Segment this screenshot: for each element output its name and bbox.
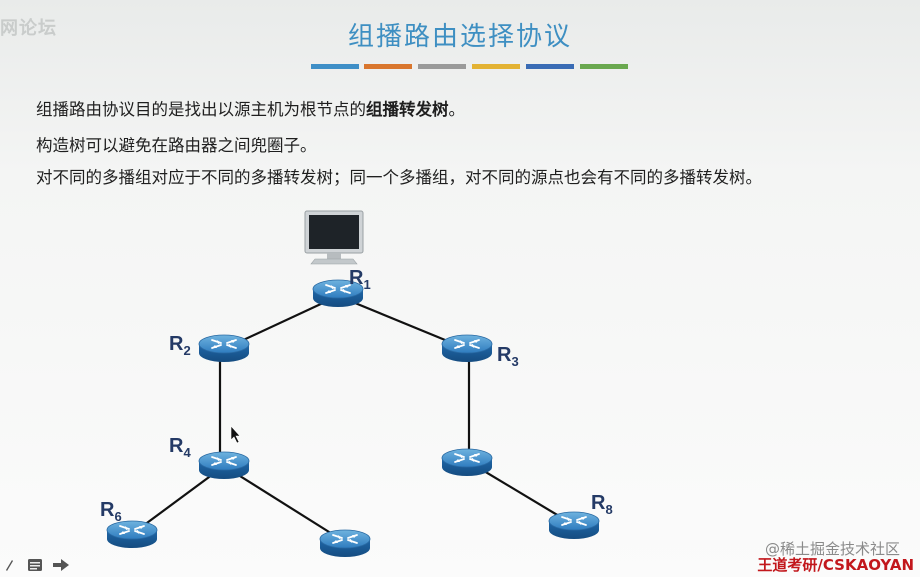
- pen-icon[interactable]: [0, 557, 18, 573]
- router-r6: [106, 520, 158, 549]
- notes-icon[interactable]: [26, 557, 44, 573]
- tree-links: [131, 294, 575, 543]
- label-r3: R3: [497, 344, 519, 369]
- slide-controls: [0, 557, 70, 573]
- text-line-1-prefix: 组播路由协议目的是找出以源主机为根节点的: [36, 100, 366, 119]
- next-arrow-icon[interactable]: [52, 557, 70, 573]
- label-r2-letter: R: [169, 333, 184, 355]
- text-line-1-bold: 组播转发树: [366, 100, 449, 119]
- text-line-2: 构造树可以避免在路由器之间兜圈子。: [36, 136, 317, 155]
- corner-title: 网论坛: [0, 18, 57, 39]
- label-r1-letter: R: [349, 267, 364, 289]
- label-r4: R4: [169, 435, 191, 460]
- text-line-1: 组播路由协议目的是找出以源主机为根节点的组播转发树。: [36, 96, 465, 120]
- accent-bar-6: [580, 64, 628, 69]
- accent-bar-4: [472, 64, 520, 69]
- label-r8: R8: [591, 492, 613, 517]
- router-r8: [548, 511, 600, 540]
- label-r1: R1: [349, 267, 371, 292]
- text-line-1-suffix: 。: [448, 100, 466, 119]
- accent-bar-2: [364, 64, 412, 69]
- router-r4: [198, 451, 250, 480]
- router-r3: [441, 334, 493, 363]
- label-r2: R2: [169, 333, 191, 358]
- mouse-cursor-icon: [230, 425, 241, 444]
- label-r8-letter: R: [591, 492, 606, 514]
- label-r6-letter: R: [100, 499, 115, 521]
- label-r8-sub: 8: [605, 502, 612, 517]
- label-r3-sub: 3: [511, 354, 518, 369]
- brand-label: 王道考研/CSKAOYAN: [757, 556, 914, 574]
- monitor-icon: [304, 210, 364, 265]
- watermark: @稀土掘金技术社区: [764, 540, 900, 558]
- router-r7: [319, 529, 371, 558]
- router-r2: [198, 334, 250, 363]
- accent-bar-3: [418, 64, 466, 69]
- accent-bar-5: [526, 64, 574, 69]
- slide-title: 组播路由选择协议: [347, 22, 572, 52]
- label-r4-sub: 4: [183, 445, 191, 460]
- label-r2-sub: 2: [183, 343, 190, 358]
- label-r3-letter: R: [497, 344, 512, 366]
- router-r5: [441, 448, 493, 477]
- text-line-3: 对不同的多播组对应于不同的多播转发树；同一个多播组，对不同的源点也会有不同的多播…: [36, 168, 762, 187]
- label-r4-letter: R: [169, 435, 184, 457]
- label-r6: R6: [100, 499, 122, 524]
- label-r1-sub: 1: [363, 277, 370, 292]
- accent-bar-1: [311, 64, 359, 69]
- label-r6-sub: 6: [114, 509, 121, 524]
- link-r4-r7: [223, 465, 346, 543]
